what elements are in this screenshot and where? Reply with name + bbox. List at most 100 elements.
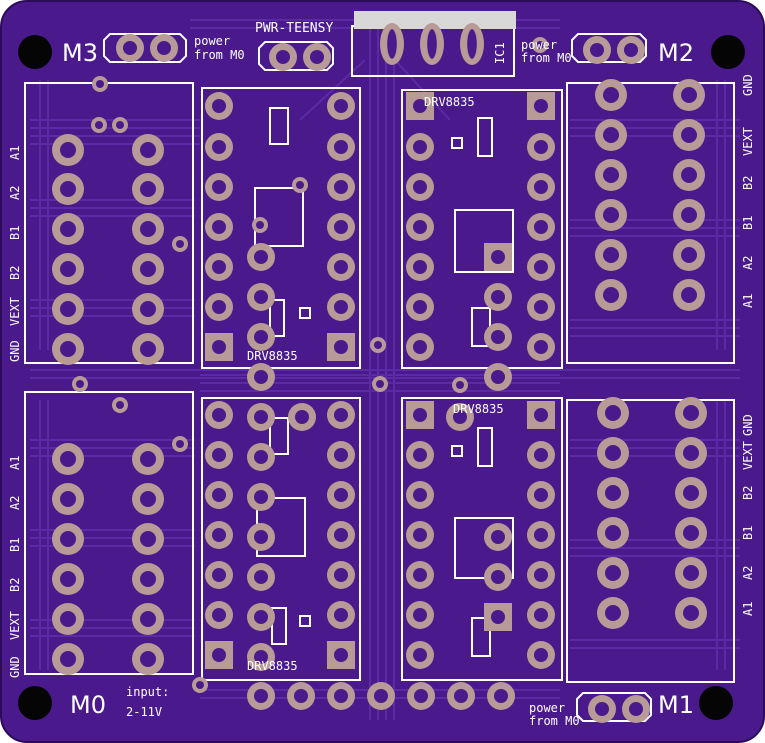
pad-hole bbox=[456, 381, 464, 389]
ic1-label: IC1 bbox=[493, 42, 507, 64]
pad-hole bbox=[683, 565, 699, 581]
pin-labels-m0: A1 A2 B1 B2 VEXT GND bbox=[8, 456, 22, 678]
pad-hole bbox=[491, 250, 505, 264]
pad-hole bbox=[413, 648, 427, 662]
power-note-m1-line2: from M0 bbox=[529, 714, 580, 728]
pad-hole bbox=[334, 99, 348, 113]
pad-hole bbox=[60, 221, 76, 237]
pad-hole bbox=[212, 140, 226, 154]
pad-hole bbox=[116, 121, 124, 129]
pad-hole bbox=[413, 608, 427, 622]
pad-hole bbox=[254, 290, 268, 304]
pad-hole bbox=[176, 440, 184, 448]
pad-hole bbox=[212, 408, 226, 422]
pad-hole bbox=[681, 87, 697, 103]
pin-label: B2 bbox=[8, 578, 22, 592]
pad-hole bbox=[605, 525, 621, 541]
power-note-m3-line1: power bbox=[194, 34, 230, 48]
pad-hole bbox=[683, 485, 699, 501]
driver-label-bottom-left: DRV8835 bbox=[247, 659, 298, 673]
pin-label: VEXT bbox=[8, 297, 22, 326]
pad-hole bbox=[140, 531, 156, 547]
pin-label: B1 bbox=[741, 216, 755, 230]
pad-hole bbox=[534, 408, 548, 422]
pad-hole bbox=[256, 221, 264, 229]
power-note-m2-line1: power bbox=[521, 38, 557, 52]
pad-hole bbox=[296, 181, 304, 189]
pad-hole bbox=[534, 340, 548, 354]
pin-label: A2 bbox=[8, 496, 22, 510]
pad-hole bbox=[254, 570, 268, 584]
pad-hole bbox=[413, 448, 427, 462]
pad-hole bbox=[123, 41, 137, 55]
pin-label: GND bbox=[8, 656, 22, 678]
pad-hole bbox=[334, 608, 348, 622]
pad-hole bbox=[494, 689, 508, 703]
silkscreen-outlines bbox=[24, 25, 735, 722]
pad-hole bbox=[534, 99, 548, 113]
pad-hole bbox=[95, 121, 103, 129]
pad-hole bbox=[603, 247, 619, 263]
pad-hole bbox=[212, 608, 226, 622]
motor-m3-label: M3 bbox=[62, 39, 98, 67]
pad-hole bbox=[534, 260, 548, 274]
motor-m2-label: M2 bbox=[658, 39, 694, 67]
pad-hole bbox=[334, 648, 348, 662]
pad-hole bbox=[681, 167, 697, 183]
pad-hole bbox=[534, 608, 548, 622]
pad-hole bbox=[212, 528, 226, 542]
pad-hole bbox=[534, 140, 548, 154]
pad-hole bbox=[413, 300, 427, 314]
pad-hole bbox=[534, 180, 548, 194]
pad-hole bbox=[683, 405, 699, 421]
pad-hole bbox=[681, 127, 697, 143]
pad-hole bbox=[60, 611, 76, 627]
pad-hole bbox=[140, 261, 156, 277]
pad-hole bbox=[334, 448, 348, 462]
pad-hole bbox=[603, 207, 619, 223]
pin-label: GND bbox=[741, 414, 755, 436]
pad-hole bbox=[254, 330, 268, 344]
pad-hole bbox=[212, 220, 226, 234]
pad-hole bbox=[60, 181, 76, 197]
pad-hole bbox=[334, 528, 348, 542]
pad-hole bbox=[413, 220, 427, 234]
pin-label: A1 bbox=[8, 456, 22, 470]
pad-hole bbox=[96, 80, 104, 88]
pad-hole bbox=[629, 702, 643, 716]
pin-label: B2 bbox=[741, 486, 755, 500]
pad-hole bbox=[60, 531, 76, 547]
pad-hole bbox=[467, 29, 477, 59]
pad-hole bbox=[534, 220, 548, 234]
pad-hole bbox=[413, 340, 427, 354]
pin-label: A1 bbox=[741, 602, 755, 616]
pad-hole bbox=[212, 340, 226, 354]
pin-label: B1 bbox=[741, 526, 755, 540]
pad-hole bbox=[603, 287, 619, 303]
pad-hole bbox=[140, 142, 156, 158]
pad-hole bbox=[254, 370, 268, 384]
pad-hole bbox=[212, 648, 226, 662]
pad-hole bbox=[376, 380, 384, 388]
pad-hole bbox=[387, 29, 397, 59]
motor-m0-label: M0 bbox=[70, 691, 106, 719]
pad-hole bbox=[603, 87, 619, 103]
pad-hole bbox=[212, 260, 226, 274]
pad-hole bbox=[254, 490, 268, 504]
pad-hole bbox=[491, 610, 505, 624]
pad-hole bbox=[334, 220, 348, 234]
pad-hole bbox=[254, 530, 268, 544]
pin-label: B2 bbox=[741, 176, 755, 190]
pad-hole bbox=[254, 250, 268, 264]
pad-hole bbox=[605, 445, 621, 461]
pad-hole bbox=[140, 571, 156, 587]
pad-hole bbox=[196, 681, 204, 689]
pad-hole bbox=[310, 50, 324, 64]
pad-hole bbox=[212, 99, 226, 113]
pin-label: B1 bbox=[8, 226, 22, 240]
pin-label: B1 bbox=[8, 538, 22, 552]
pad-hole bbox=[413, 99, 427, 113]
pad-hole bbox=[413, 568, 427, 582]
pad-hole bbox=[413, 488, 427, 502]
